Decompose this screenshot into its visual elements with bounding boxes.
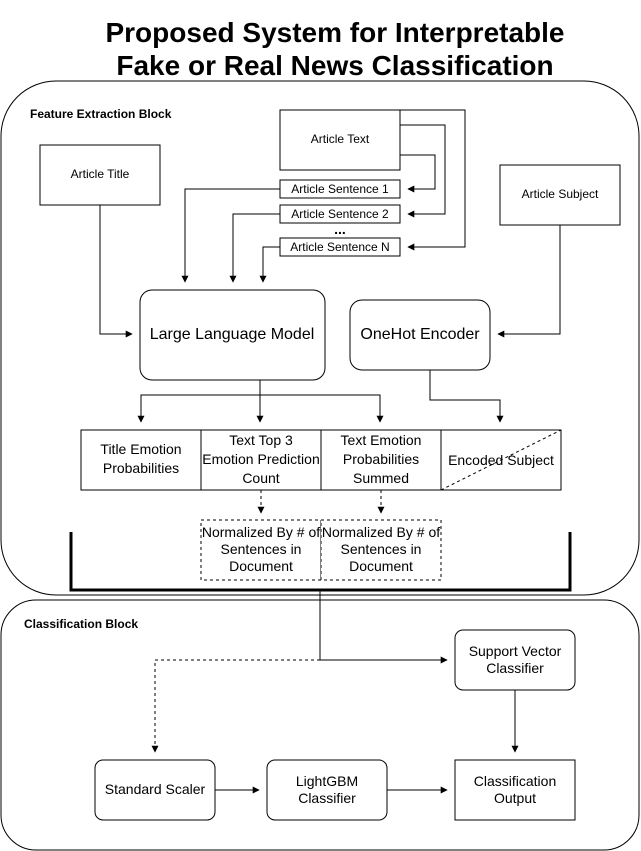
connector-sentence-n-to-llm xyxy=(259,246,280,283)
feature-extraction-block-label: Feature Extraction Block xyxy=(30,107,172,121)
article-text-label: Article Text xyxy=(311,132,370,146)
feature-title-emotion-line-2: Probabilities xyxy=(103,460,179,476)
classification-output-line-2: Output xyxy=(494,790,536,806)
svc-label-line-2: Classifier xyxy=(486,660,544,676)
article-sentence-2-label: Article Sentence 2 xyxy=(291,207,389,221)
article-sentence-1-label: Article Sentence 1 xyxy=(291,182,389,196)
connector-title-to-llm xyxy=(99,205,133,338)
feature-title-emotion xyxy=(80,429,202,491)
normalized-2-line-1: Normalized By # of xyxy=(322,524,440,540)
article-title-label: Article Title xyxy=(71,167,130,181)
feature-text-top3 xyxy=(200,429,322,491)
article-subject-label: Article Subject xyxy=(522,187,599,201)
connector-sentence-1-to-llm xyxy=(181,188,280,283)
feature-text-top3-line-3: Count xyxy=(242,470,279,486)
feature-text-emotion-line-3: Summed xyxy=(353,470,409,486)
article-sentence-n-label: Article Sentence N xyxy=(290,240,389,254)
encoded-subject-dashed-diagonal xyxy=(440,429,562,491)
feature-text-top3-line-2: Emotion Prediction xyxy=(202,451,320,467)
article-title-node xyxy=(39,144,161,206)
feature-text-emotion-line-1: Text Emotion xyxy=(341,432,422,448)
connector-llm-to-text-emotion xyxy=(260,394,384,423)
normalized-1-line-1: Normalized By # of xyxy=(202,524,320,540)
normalized-1-line-2: Sentences in xyxy=(221,541,302,557)
feature-encoded-subject-label: Encoded Subject xyxy=(448,452,554,468)
llm-label: Large Language Model xyxy=(150,326,315,343)
connector-text-to-sentence-1 xyxy=(400,154,436,193)
connector-text-to-sentence-2 xyxy=(400,124,446,218)
connector-subject-to-onehot xyxy=(497,225,561,338)
sentence-ellipsis: ... xyxy=(334,221,346,237)
diagram-title-line-2: Fake or Real News Classification xyxy=(116,50,553,81)
svc-label-line-1: Support Vector xyxy=(469,643,562,659)
llm-node xyxy=(139,289,326,381)
normalized-2-line-3: Document xyxy=(349,558,413,574)
normalized-2-line-2: Sentences in xyxy=(341,541,422,557)
connector-text-to-sentence-n xyxy=(400,109,466,251)
diagram-title-line-1: Proposed System for Interpretable xyxy=(105,17,564,48)
feature-text-top3-line-1: Text Top 3 xyxy=(229,432,293,448)
onehot-encoder-label: OneHot Encoder xyxy=(360,326,480,343)
classification-block-label: Classification Block xyxy=(24,617,138,631)
classification-output-node xyxy=(454,759,576,821)
normalized-node-1 xyxy=(200,519,322,581)
connector-features-to-scaler xyxy=(151,659,320,753)
onehot-encoder-node xyxy=(349,299,491,371)
feature-text-emotion-line-2: Probabilities xyxy=(343,451,419,467)
normalized-1-line-3: Document xyxy=(229,558,293,574)
classification-output-line-1: Classification xyxy=(474,773,556,789)
feature-title-emotion-line-1: Title Emotion xyxy=(100,441,181,457)
connector-sentence-2-to-llm xyxy=(229,213,280,283)
lightgbm-label-line-1: LightGBM xyxy=(296,773,358,789)
normalized-node-2 xyxy=(320,519,442,581)
standard-scaler-label: Standard Scaler xyxy=(105,781,206,797)
connector-onehot-to-encoded xyxy=(429,370,504,423)
article-text-node xyxy=(279,109,401,171)
connector-llm-to-title-emotion xyxy=(137,380,261,423)
lightgbm-label-line-2: Classifier xyxy=(298,790,356,806)
